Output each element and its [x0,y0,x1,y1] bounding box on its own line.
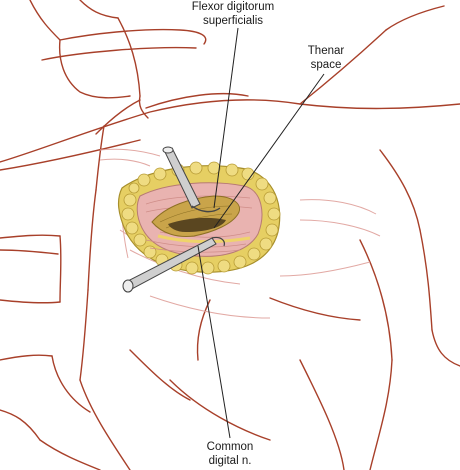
label-flexor-digitorum-superficialis: Flexor digitorum superficialis [178,0,288,28]
label-thenar-line1: Thenar [307,45,345,57]
leader-digital [197,245,231,439]
label-thenar-space: Thenar space [296,44,356,72]
label-flexor-line2: superficialis [202,15,264,27]
upper-retractor [162,146,221,213]
label-common-digital-nerve: Common digital n. [190,440,270,468]
lower-retractor [122,236,225,293]
leader-lines [197,27,325,439]
label-digital-line2: digital n. [208,455,252,467]
label-digital-line1: Common [206,441,254,453]
leader-thenar [213,73,325,229]
leader-flexor [213,27,239,209]
label-flexor-line1: Flexor digitorum [191,1,275,13]
incision [117,161,281,275]
label-thenar-line2: space [310,59,342,71]
thenar-space [168,217,226,232]
